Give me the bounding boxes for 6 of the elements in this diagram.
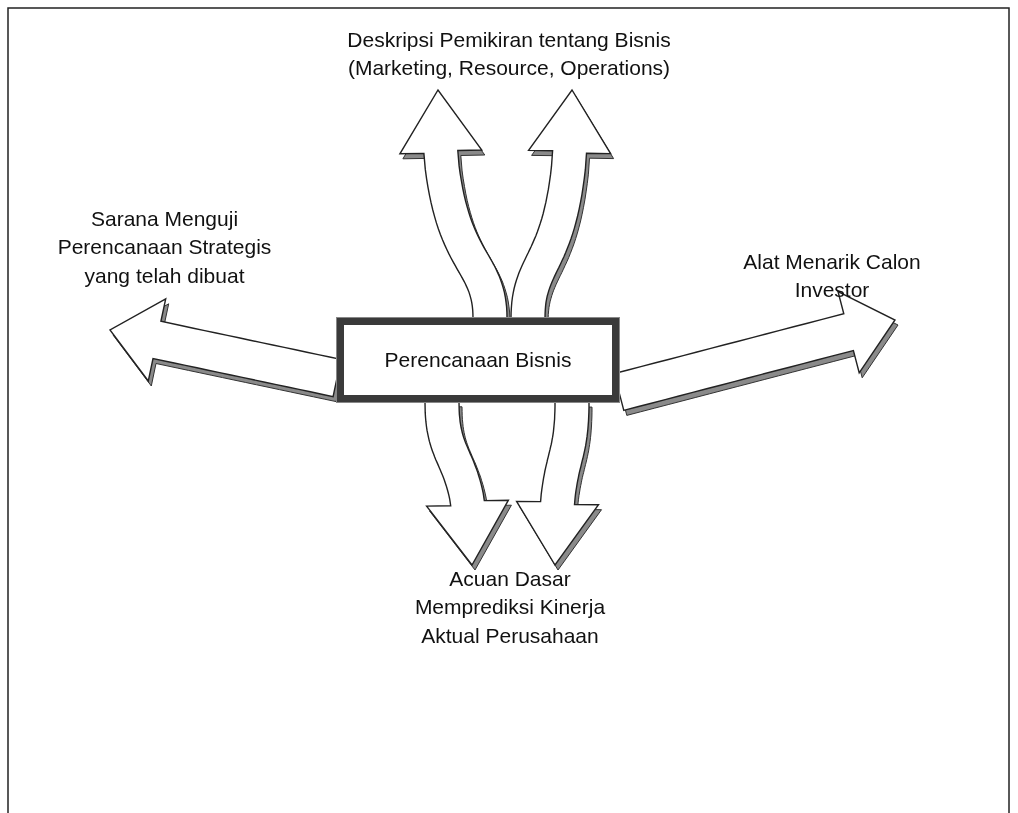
outcome-text: Deskripsi Pemikiran tentang Bisnis (Marketing, Resource, Operations) (346, 27, 672, 82)
box-label: Perencanaan Bisnis (384, 346, 572, 373)
process-box (337, 318, 619, 402)
outcome-text: Alat Menarik Calon Investor (742, 249, 922, 304)
outcome-text: Acuan Dasar Memprediksi Kinerja Aktual Perusahaan (413, 566, 607, 649)
outcome-text: Sarana Menguji Perencanaan Strategis yang telah dibuat (56, 206, 273, 289)
